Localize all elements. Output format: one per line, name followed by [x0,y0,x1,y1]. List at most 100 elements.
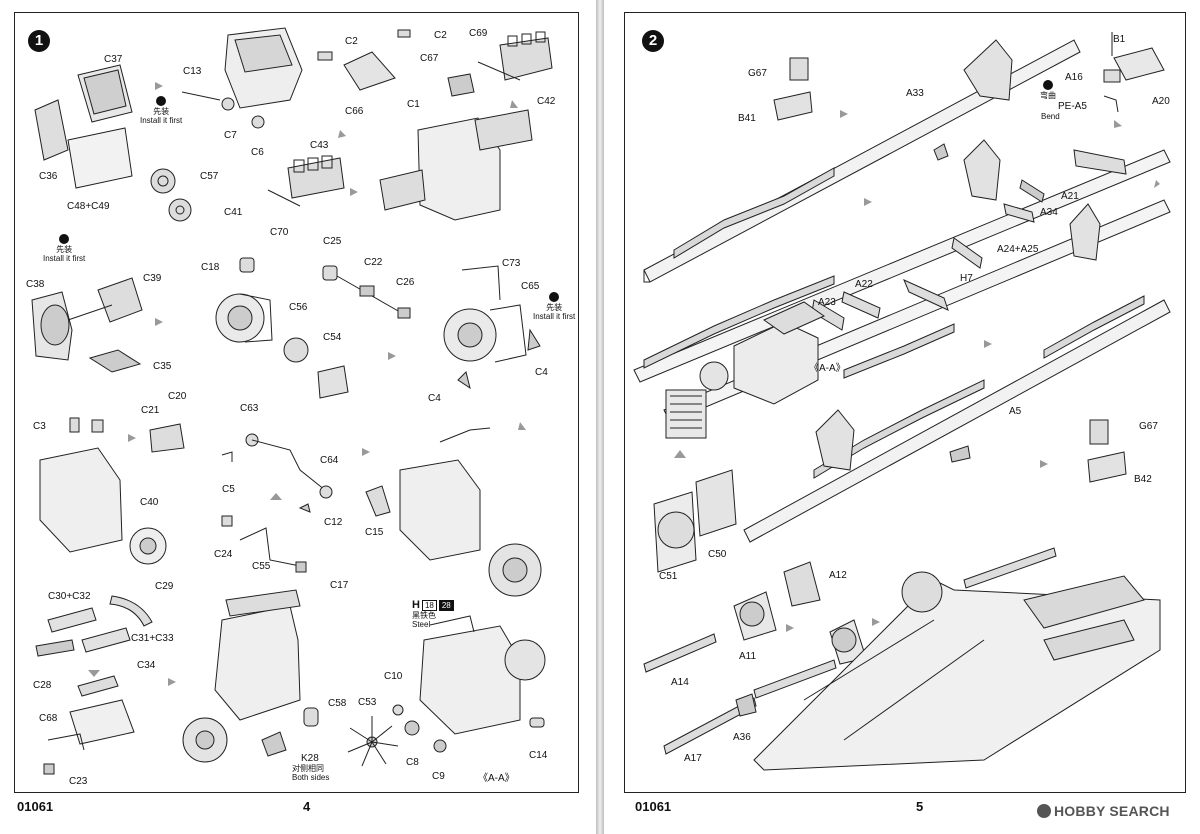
install-first-note: 先装 Install it first [43,234,85,263]
part-label-C35: C35 [153,361,172,372]
bend-note: 弯曲 [1040,80,1056,100]
part-label-C67: C67 [420,53,439,64]
page-number: 5 [916,799,924,814]
assembly-drawing-step-2 [633,32,1171,771]
part-label-C53: C53 [358,697,377,708]
part-label-C17: C17 [330,580,349,591]
part-label-A5: A5 [1009,406,1022,417]
section-reference: 《A-A》 [809,363,846,374]
part-label-A34: A34 [1040,207,1058,218]
assembly-drawing-step-1 [31,27,553,775]
part-label-C6: C6 [251,147,264,158]
part-label-C4: C4 [428,393,441,404]
part-label-C13: C13 [183,66,202,77]
step-frame [14,12,579,793]
part-label-B42: B42 [1134,474,1152,485]
part-label-C28: C28 [33,680,52,691]
part-label-C12: C12 [324,517,343,528]
part-label-C51: C51 [659,571,678,582]
part-label-C69: C69 [469,28,488,39]
part-label-A14: A14 [671,677,689,688]
part-label-C57: C57 [200,171,219,182]
step-number-badge: 1 [28,30,50,52]
part-label-C64: C64 [320,455,339,466]
part-label-C25: C25 [323,236,342,247]
part-label-C23: C23 [69,776,88,787]
part-label-C29: C29 [155,581,174,592]
section-reference: 《A-A》 [478,773,515,784]
part-label-C70: C70 [270,227,289,238]
part-label-C7: C7 [224,130,237,141]
part-label-C24: C24 [214,549,233,560]
part-label-K28: K28 [301,753,319,764]
instruction-page-right: 2 [604,0,1200,834]
hobby-search-icon [1037,804,1051,818]
step-number-badge: 2 [642,30,664,52]
part-label-C48-C49: C48+C49 [67,201,110,212]
part-label-C8: C8 [406,757,419,768]
part-label-C58: C58 [328,698,347,709]
part-label-A16: A16 [1065,72,1083,83]
part-label-B1: B1 [1113,34,1126,45]
part-label-G67: G67 [748,68,767,79]
part-label-C38: C38 [26,279,45,290]
part-label-C18: C18 [201,262,220,273]
part-label-C65: C65 [521,281,540,292]
part-label-C15: C15 [365,527,384,538]
part-label-C26: C26 [396,277,415,288]
part-label-C9: C9 [432,771,445,782]
part-label-A23: A23 [818,297,836,308]
watermark-logo: HOBBY SEARCH [1037,803,1170,819]
part-label-C41: C41 [224,207,243,218]
part-label-C20: C20 [168,391,187,402]
install-first-note: 先装 Install it first [140,96,182,125]
page-number: 4 [303,799,311,814]
part-label-C40: C40 [140,497,159,508]
part-label-C31-C33: C31+C33 [131,633,174,644]
part-label-C1: C1 [407,99,420,110]
part-label-C68: C68 [39,713,58,724]
part-label-A36: A36 [733,732,751,743]
part-label-A11: A11 [739,651,757,662]
part-label-C3: C3 [33,421,46,432]
part-label-A17: A17 [684,753,702,764]
part-label-H7: H7 [960,273,973,284]
part-label-C56: C56 [289,302,308,313]
part-label-C34: C34 [137,660,156,671]
part-label-A22: A22 [855,279,873,290]
part-label-C21: C21 [141,405,160,416]
part-label-C14: C14 [529,750,548,761]
part-label-A21: A21 [1061,191,1079,202]
product-code: 01061 [635,799,672,814]
part-label-C42: C42 [537,96,556,107]
part-label-C55: C55 [252,561,271,572]
part-label-C5: C5 [222,484,235,495]
product-code: 01061 [17,799,54,814]
part-label-A24-A25: A24+A25 [997,244,1039,255]
part-label-C36: C36 [39,171,58,182]
install-first-note: 先装 Install it first [533,292,575,321]
part-label-C39: C39 [143,273,162,284]
both-sides-note: 对侧相同 Both sides [292,764,330,782]
part-label-A33: A33 [906,88,924,99]
part-label-C2: C2 [434,30,447,41]
part-label-C30-C32: C30+C32 [48,591,91,602]
part-label-C63: C63 [240,403,259,414]
page-gutter [596,0,604,834]
step-frame [624,12,1186,793]
part-label-C54: C54 [323,332,342,343]
part-label-C37: C37 [104,54,123,65]
part-label-A12: A12 [829,570,847,581]
part-label-A20: A20 [1152,96,1170,107]
part-label-C2: C2 [345,36,358,47]
part-label-B41: B41 [738,113,756,124]
part-label-C66: C66 [345,106,364,117]
part-label-C73: C73 [502,258,521,269]
part-label-PE-A5: PE-A5 [1058,101,1087,112]
part-label-C43: C43 [310,140,329,151]
part-label-C4: C4 [535,367,548,378]
part-label-C50: C50 [708,549,727,560]
instruction-page-left: 1 [0,0,596,834]
bend-note-en: Bend [1041,112,1060,121]
